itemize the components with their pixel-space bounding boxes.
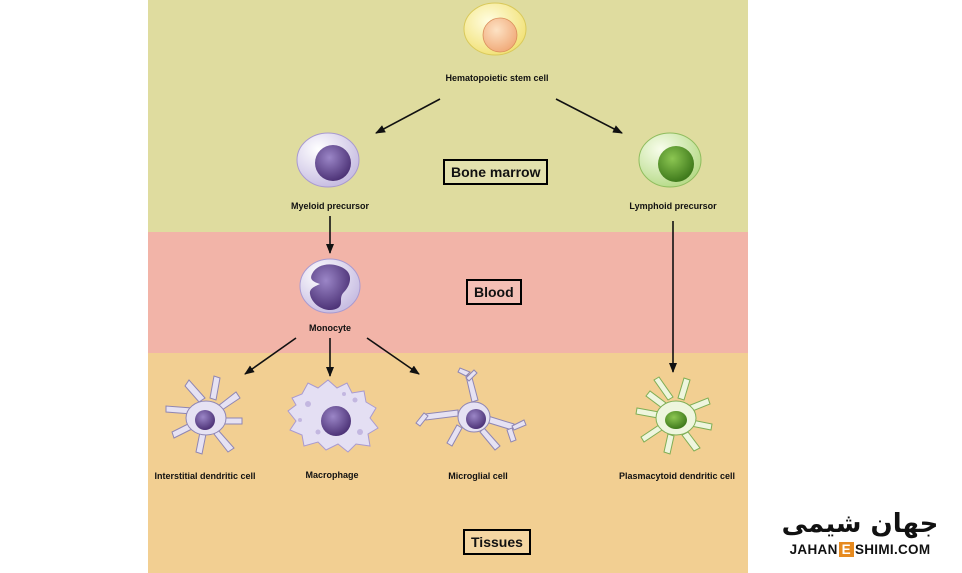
macrophage-icon xyxy=(287,379,379,453)
lymphoid-precursor-icon xyxy=(638,132,702,188)
microglial-cell-icon xyxy=(415,367,527,451)
myeloid-precursor-icon xyxy=(296,132,360,188)
stem-cell-label: Hematopoietic stem cell xyxy=(445,73,549,83)
microglial-cell-label: Microglial cell xyxy=(448,471,508,481)
bone-marrow-zone xyxy=(148,0,748,232)
macrophage-label: Macrophage xyxy=(305,470,359,480)
tissue-zone xyxy=(148,353,748,573)
interstitial-dendritic-cell-icon xyxy=(165,375,243,455)
tissues-label: Tissues xyxy=(463,529,531,555)
arrow-stem-to-lymphoid xyxy=(555,98,623,134)
arrow-stem-to-myeloid xyxy=(375,98,441,134)
interstitial-dendritic-cell-label: Interstitial dendritic cell xyxy=(154,471,256,481)
blood-label: Blood xyxy=(466,279,522,305)
logo-text-post: SHIMI.COM xyxy=(854,542,931,557)
logo-text-pre: JAHAN xyxy=(789,542,838,557)
logo-e-badge: E xyxy=(838,542,854,557)
bone-marrow-label: Bone marrow xyxy=(443,159,549,185)
monocyte-label: Monocyte xyxy=(308,323,352,333)
myeloid-precursor-label: Myeloid precursor xyxy=(290,201,370,211)
plasmacytoid-dendritic-cell-label: Plasmacytoid dendritic cell xyxy=(618,471,736,481)
blood-zone xyxy=(148,232,748,353)
plasmacytoid-dendritic-cell-icon xyxy=(635,376,713,455)
arrow-monocyte-to-interstitial xyxy=(244,337,297,375)
monocyte-icon xyxy=(299,258,361,314)
logo-persian-text: جهان شیمی xyxy=(781,509,939,539)
arrows xyxy=(244,98,677,377)
lymphoid-precursor-label: Lymphoid precursor xyxy=(629,201,717,211)
arrow-monocyte-to-microglial xyxy=(366,337,420,375)
stem-cell-icon xyxy=(463,2,527,56)
